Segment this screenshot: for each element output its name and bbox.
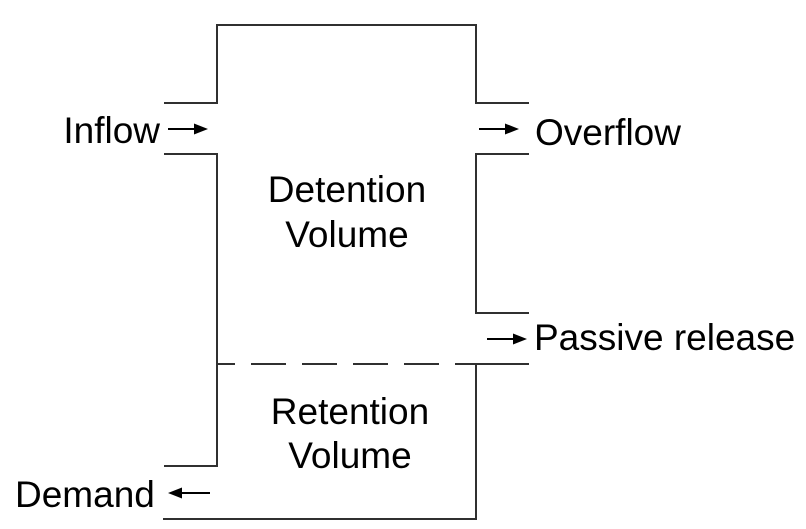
demand-arrow — [168, 487, 210, 499]
demand-label: Demand — [15, 474, 155, 515]
passive-release-label: Passive release — [534, 317, 795, 358]
inflow-label: Inflow — [63, 110, 160, 151]
tank-bottom-line — [163, 364, 477, 520]
detention-volume-label-line1: Detention — [268, 169, 426, 210]
passive-release-arrow — [487, 333, 527, 345]
detention-volume-label-line2: Volume — [285, 214, 408, 255]
overflow-arrow — [479, 123, 519, 135]
inflow-arrow — [168, 123, 208, 135]
tank-top-walls-line — [164, 24, 529, 104]
tank-left-wall-line — [164, 153, 218, 467]
retention-volume-label-line1: Retention — [271, 391, 429, 432]
overflow-label: Overflow — [535, 112, 681, 153]
tank-outline — [163, 24, 529, 520]
tank-right-wall-upper-line — [475, 153, 529, 314]
diagram-labels: Inflow Overflow Detention Volume Passive… — [15, 110, 795, 515]
retention-volume-label-line2: Volume — [288, 435, 411, 476]
